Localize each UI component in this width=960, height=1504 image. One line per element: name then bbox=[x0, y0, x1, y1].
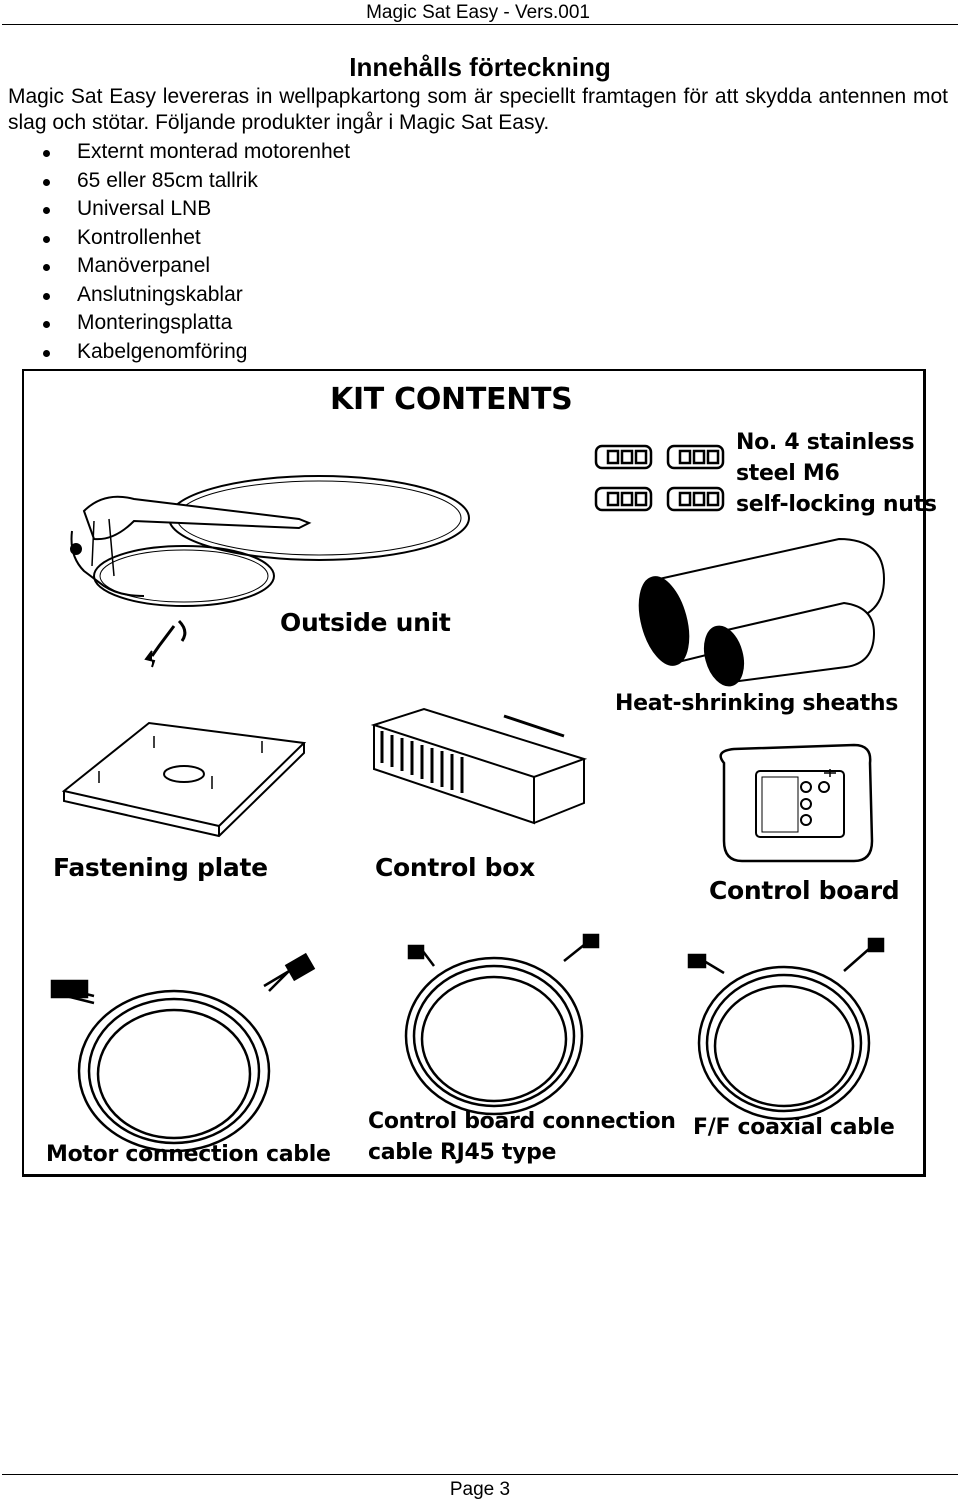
bullet-icon bbox=[43, 264, 50, 271]
bullet-icon bbox=[43, 178, 50, 186]
nuts-icon bbox=[594, 444, 725, 512]
list-item-label: Universal LNB bbox=[77, 197, 212, 220]
fastening-plate-label: Fastening plate bbox=[53, 853, 268, 882]
footer-rule bbox=[2, 1474, 958, 1475]
nuts-label-line-1: No. 4 stainless bbox=[736, 430, 915, 455]
list-item: Manöverpanel bbox=[0, 252, 350, 281]
list-item-label: Anslutningskablar bbox=[77, 282, 243, 306]
rj45-cable-label-line-2: cable RJ45 type bbox=[368, 1140, 557, 1165]
nuts-label-line-2: steel M6 bbox=[736, 461, 840, 486]
header-rule bbox=[2, 24, 958, 25]
intro-paragraph: Magic Sat Easy levereras in wellpapkarto… bbox=[8, 85, 948, 134]
product-list: Externt monterad motorenhet 65 eller 85c… bbox=[0, 138, 350, 366]
bullet-icon bbox=[43, 207, 50, 214]
list-item-label: Externt monterad motorenhet bbox=[77, 140, 351, 163]
outside-unit-label: Outside unit bbox=[280, 608, 451, 637]
header-title: Magic Sat Easy - Vers.001 bbox=[366, 2, 590, 23]
list-item-label: 65 eller 85cm tallrik bbox=[77, 168, 258, 192]
page-title: Innehålls förteckning bbox=[349, 52, 611, 82]
sheaths-icon bbox=[638, 537, 886, 687]
list-item-label: Kontrollenhet bbox=[77, 225, 201, 249]
bullet-icon bbox=[43, 150, 50, 157]
control-board-label: Control board bbox=[709, 876, 900, 905]
list-item-label: Monteringsplatta bbox=[77, 311, 233, 334]
kit-contents-figure: KIT CONTENTS No. 4 stainless steel M6 se… bbox=[22, 369, 937, 1177]
bullet-icon bbox=[43, 235, 50, 243]
figure-title: KIT CONTENTS bbox=[330, 382, 573, 417]
coax-cable-label: F/F coaxial cable bbox=[693, 1115, 895, 1140]
list-item: 65 eller 85cm tallrik bbox=[0, 167, 350, 196]
list-item: Anslutningskablar bbox=[0, 281, 350, 310]
control-box-label: Control box bbox=[375, 853, 535, 882]
rj45-cable-label-line-1: Control board connection bbox=[368, 1109, 676, 1134]
rj45-cable-icon bbox=[404, 933, 600, 1116]
list-item-label: Kabelgenomföring bbox=[77, 339, 248, 363]
motor-cable-label: Motor connection cable bbox=[46, 1142, 331, 1167]
list-item: Monteringsplatta bbox=[0, 309, 350, 338]
control-board-icon bbox=[719, 743, 874, 863]
sheaths-label: Heat-shrinking sheaths bbox=[615, 691, 899, 716]
list-item: Externt monterad motorenhet bbox=[0, 138, 350, 167]
bullet-icon bbox=[43, 292, 50, 300]
coax-cable-icon bbox=[687, 937, 885, 1121]
nuts-label-line-3: self-locking nuts bbox=[736, 492, 937, 517]
kit-illustration bbox=[50, 444, 886, 1153]
list-item: Universal LNB bbox=[0, 195, 350, 224]
bullet-icon bbox=[43, 349, 50, 357]
list-item: Kabelgenomföring bbox=[0, 338, 350, 367]
list-item: Kontrollenhet bbox=[0, 224, 350, 253]
motor-cable-icon bbox=[50, 952, 316, 1153]
fastening-plate-icon bbox=[61, 721, 307, 838]
list-item-label: Manöverpanel bbox=[77, 254, 211, 277]
outside-unit-icon bbox=[70, 475, 470, 668]
bullet-icon bbox=[43, 321, 50, 328]
page-number: Page 3 bbox=[449, 1479, 511, 1500]
control-box-icon bbox=[370, 707, 588, 825]
